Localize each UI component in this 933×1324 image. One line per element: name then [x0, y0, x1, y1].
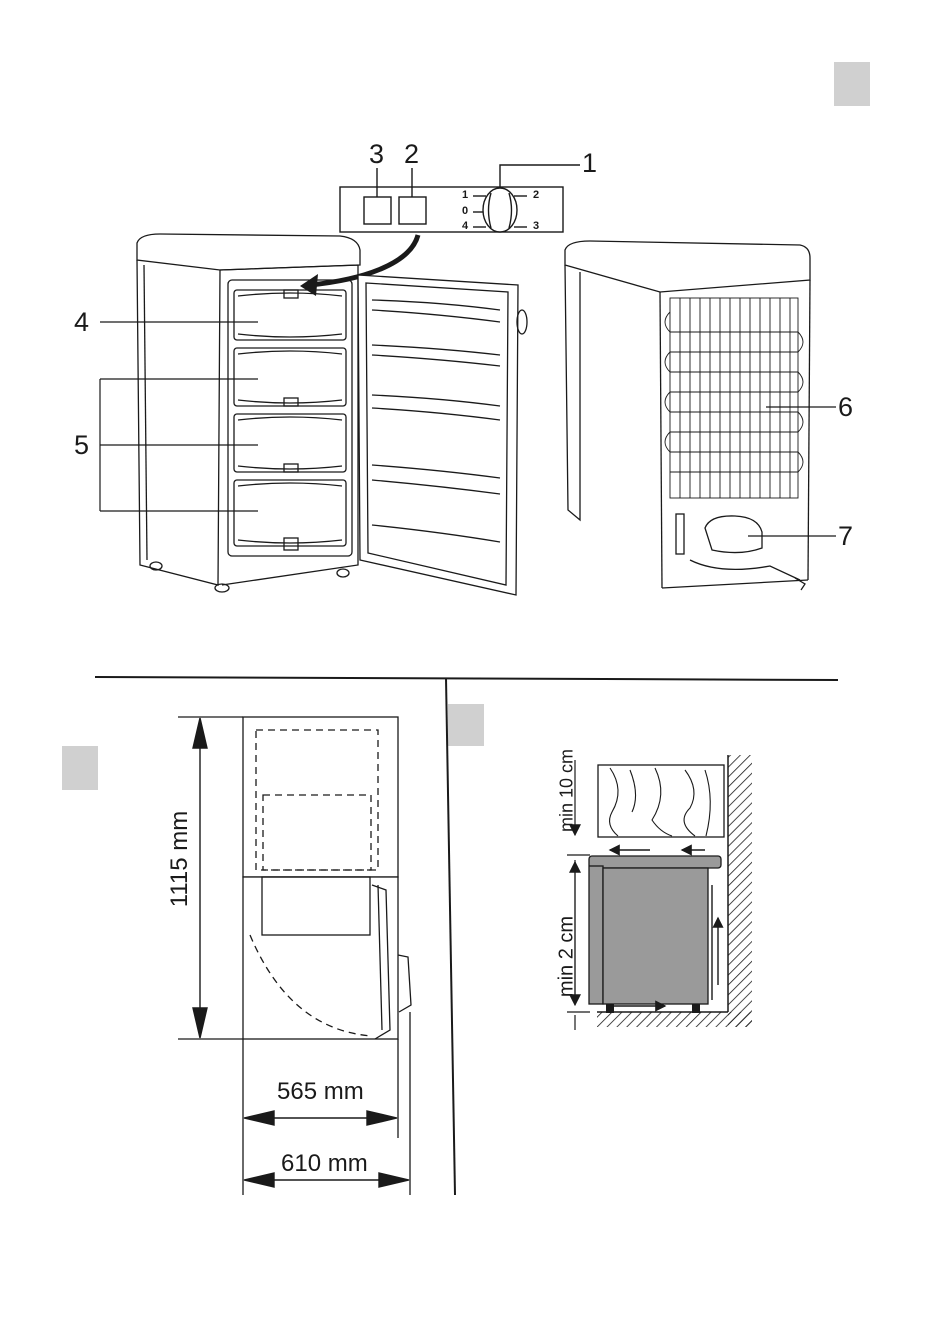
callout-5: 5 [74, 430, 89, 461]
right-callout-lines [748, 407, 836, 536]
dial-mark-1: 1 [462, 189, 468, 201]
dial-mark-3: 3 [533, 220, 539, 232]
freezer-front-view [137, 234, 527, 595]
callout-3: 3 [369, 139, 384, 170]
callout-7: 7 [838, 521, 853, 552]
callout-6: 6 [838, 392, 853, 423]
top-clearance-label: min 10 cm [557, 736, 578, 846]
dial-mark-0: 0 [462, 205, 468, 217]
callout-4: 4 [74, 307, 89, 338]
horizontal-divider [95, 677, 838, 680]
freezer-back-view [565, 241, 810, 590]
vertical-divider [446, 678, 455, 1195]
depth-open-label: 610 mm [281, 1150, 368, 1178]
callout-1: 1 [582, 148, 597, 179]
dial-mark-4: 4 [462, 220, 468, 232]
clearance-drawing [567, 755, 752, 1030]
back-clearance-label: min 2 cm [556, 892, 579, 1022]
control-panel [340, 165, 580, 232]
height-dimension-label: 1115 mm [166, 789, 194, 929]
depth-closed-label: 565 mm [277, 1078, 364, 1106]
dial-mark-2: 2 [533, 189, 539, 201]
callout-2: 2 [404, 139, 419, 170]
